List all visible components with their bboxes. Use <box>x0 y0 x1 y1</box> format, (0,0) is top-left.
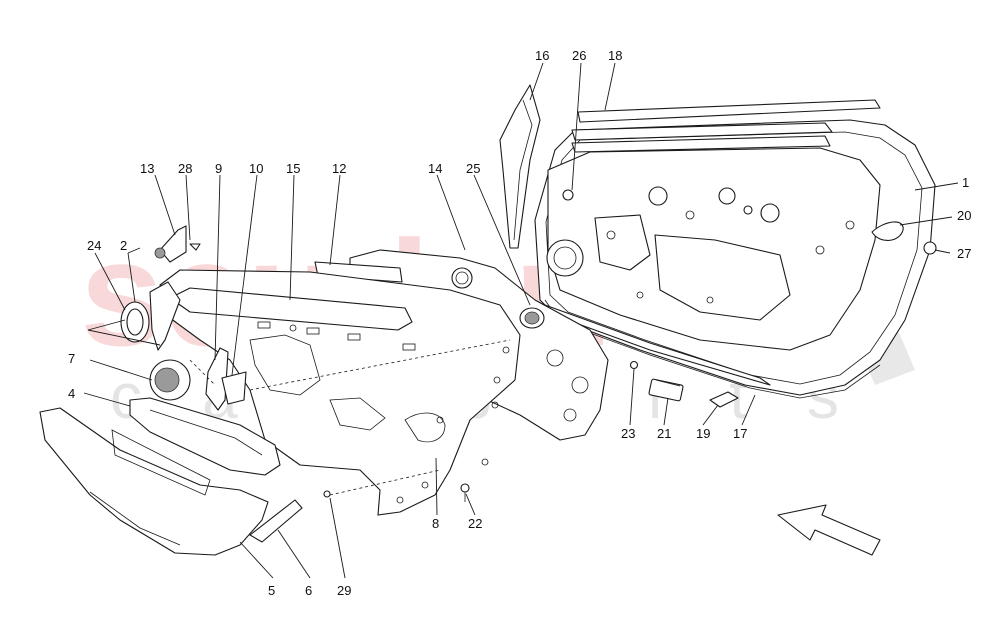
door-pocket-5 <box>39 407 269 556</box>
screw-23 <box>629 360 639 370</box>
callout-8: 8 <box>432 516 439 531</box>
callout-6: 6 <box>305 583 312 598</box>
grommet-27 <box>923 241 937 255</box>
fasteners <box>323 346 510 502</box>
callout-27: 27 <box>957 246 971 261</box>
callout-24: 24 <box>87 238 101 253</box>
speaker-7 <box>149 359 191 401</box>
front-arrow-icon <box>777 504 881 556</box>
callout-10: 10 <box>249 161 263 176</box>
callout-7: 7 <box>68 351 75 366</box>
callout-26: 26 <box>572 48 586 63</box>
callout-21: 21 <box>657 426 671 441</box>
clip-28 <box>189 243 201 251</box>
callout-22: 22 <box>468 516 482 531</box>
callout-18: 18 <box>608 48 622 63</box>
callout-25: 25 <box>466 161 480 176</box>
handle-9 <box>205 347 229 411</box>
callout-12: 12 <box>332 161 346 176</box>
speaker-ring-24 <box>120 301 150 343</box>
callout-15: 15 <box>286 161 300 176</box>
callout-9: 9 <box>215 161 222 176</box>
mirror-trim-16 <box>499 84 541 249</box>
armrest-4 <box>129 397 281 476</box>
grommet-25 <box>519 307 545 329</box>
callout-14: 14 <box>428 161 442 176</box>
leader-lines <box>83 62 959 579</box>
callout-1: 1 <box>962 175 969 190</box>
callout-16: 16 <box>535 48 549 63</box>
handle-cover-19 <box>709 391 739 408</box>
callout-13: 13 <box>140 161 154 176</box>
callout-4: 4 <box>68 386 75 401</box>
door-panel-8 <box>159 269 521 516</box>
callout-29: 29 <box>337 583 351 598</box>
callout-28: 28 <box>178 161 192 176</box>
trim-2 <box>149 281 181 351</box>
clip-20 <box>871 221 904 241</box>
callout-2: 2 <box>120 238 127 253</box>
clip-26 <box>562 189 574 201</box>
callout-23: 23 <box>621 426 635 441</box>
window-seal-18 <box>571 99 881 153</box>
tweeter-13 <box>154 225 187 263</box>
callout-17: 17 <box>733 426 747 441</box>
door-inner-frame <box>546 147 881 351</box>
handle-bracket-10 <box>221 371 247 405</box>
callout-20: 20 <box>957 208 971 223</box>
trim-6 <box>249 499 303 543</box>
callout-5: 5 <box>268 583 275 598</box>
callouts: 1 2 4 5 6 7 8 9 10 12 13 14 15 16 17 18 … <box>68 48 971 598</box>
callout-19: 19 <box>696 426 710 441</box>
